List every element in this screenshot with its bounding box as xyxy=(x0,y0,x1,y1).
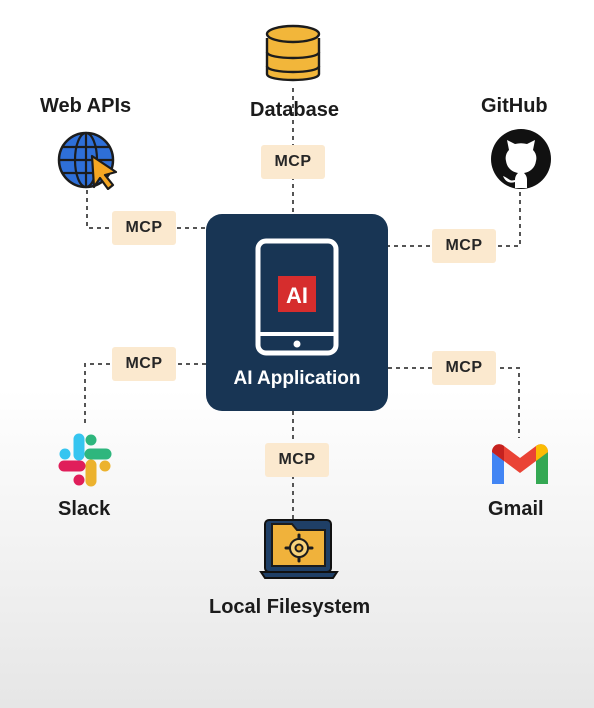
gmail-label: Gmail xyxy=(488,498,544,520)
link-github xyxy=(388,192,521,247)
folder-gear-icon xyxy=(259,519,339,579)
ai-badge-bg xyxy=(278,276,316,312)
mcp-chip-slack: MCP xyxy=(112,347,176,381)
github-label: GitHub xyxy=(481,95,548,117)
mcp-chip-github: MCP xyxy=(432,229,496,263)
filesystem-label: Local Filesystem xyxy=(209,596,371,618)
database-label: Database xyxy=(250,99,339,121)
ai-application-box: AI AI Application xyxy=(206,214,388,411)
slack-icon xyxy=(58,433,112,487)
tablet-icon: AI xyxy=(255,238,339,356)
globe-icon xyxy=(57,131,118,190)
mcp-chip-gmail: MCP xyxy=(432,351,496,385)
github-icon xyxy=(491,129,551,189)
ai-application-label: AI Application xyxy=(233,368,361,389)
mcp-chip-web-apis: MCP xyxy=(112,211,176,245)
link-gmail xyxy=(388,367,520,438)
slack-label: Slack xyxy=(58,498,111,520)
mcp-chip-filesystem: MCP xyxy=(265,443,329,477)
ai-badge-text: AI xyxy=(286,283,308,308)
database-icon xyxy=(265,24,321,82)
cursor-icon xyxy=(90,154,118,190)
web-apis-label: Web APIs xyxy=(40,95,132,117)
gmail-icon xyxy=(492,444,548,484)
mcp-chip-database: MCP xyxy=(261,145,325,179)
